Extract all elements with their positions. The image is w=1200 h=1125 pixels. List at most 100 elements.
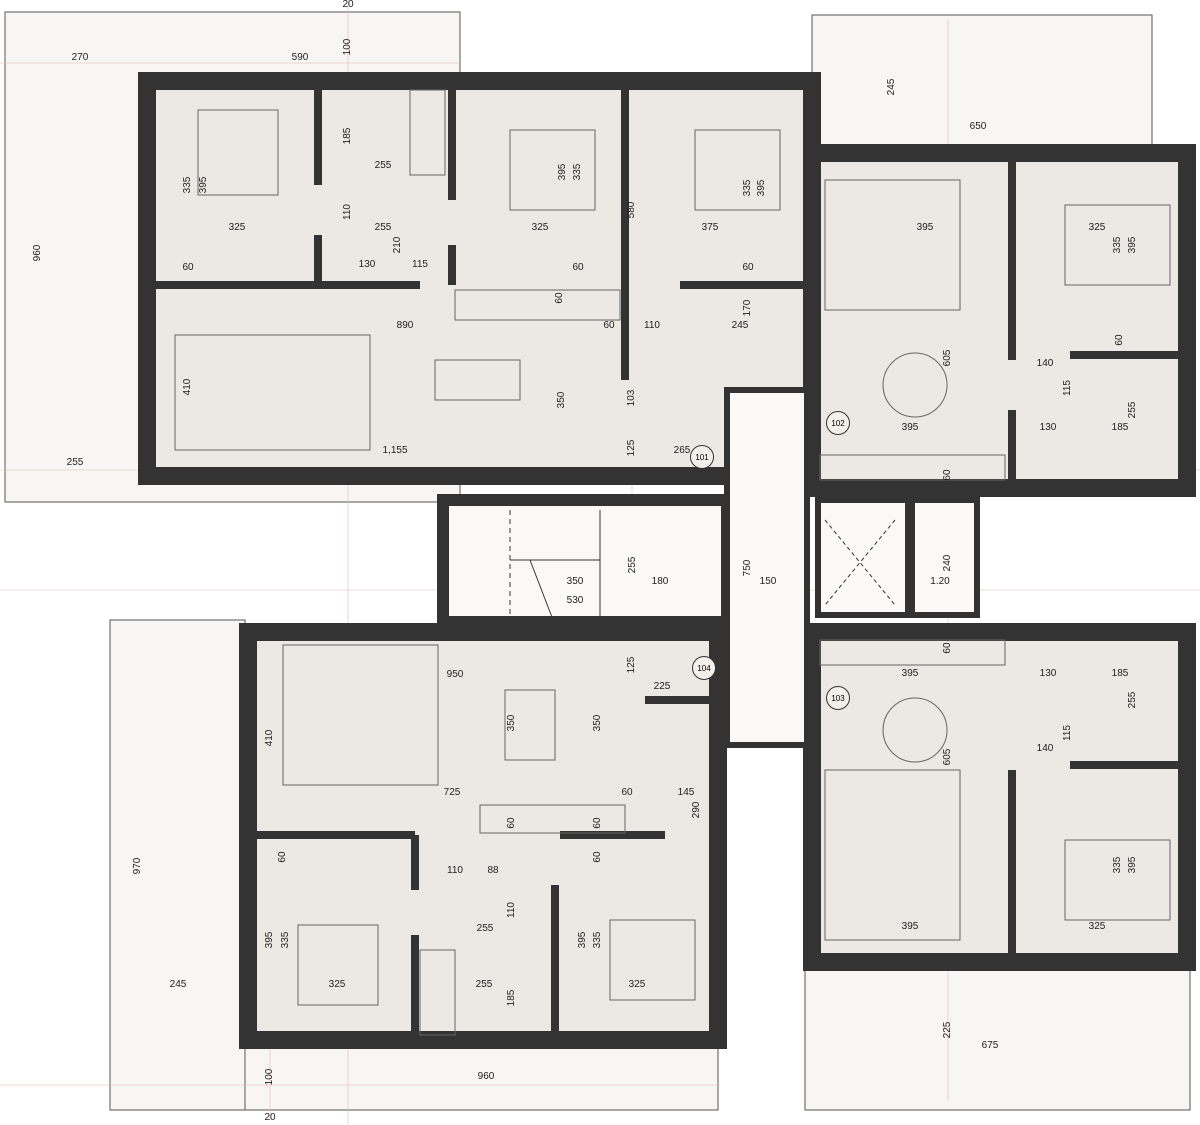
unit-number-badge: 103 [826, 686, 850, 710]
dimension-label: 255 [475, 979, 493, 990]
dimension-label: 245 [169, 979, 187, 990]
dimension-label: 130 [1039, 668, 1057, 679]
dimension-label: 60 [942, 469, 953, 481]
dimension-label: 60 [742, 262, 754, 273]
dimension-label: 115 [1062, 380, 1073, 396]
dimension-label: 335 [1112, 236, 1123, 254]
dimension-label: 395 [577, 931, 588, 949]
dimension-label: 60 [592, 851, 603, 863]
bathtub [419, 949, 456, 1036]
dimension-label: 185 [506, 989, 517, 1007]
dimension-label: 115 [1062, 725, 1073, 741]
dimension-label: 960 [32, 244, 43, 262]
dimension-label: 265 [673, 445, 691, 456]
unit-number-badge: 102 [826, 411, 850, 435]
dimension-label: 395 [901, 422, 919, 433]
dimension-label: 20 [342, 0, 354, 10]
kitchen-counter [819, 454, 1006, 481]
dimension-label: 675 [981, 1040, 999, 1051]
kitchen-counter [479, 804, 626, 834]
dimension-label: 60 [1114, 334, 1125, 346]
dimension-label: 103 [626, 389, 637, 407]
dimension-label: 375 [701, 222, 719, 233]
dimension-label: 225 [942, 1021, 953, 1039]
dimension-label: 245 [886, 78, 897, 96]
dimension-label: 255 [66, 457, 84, 468]
dimension-label: 100 [342, 38, 353, 56]
dimension-label: 255 [476, 923, 494, 934]
terrace-bottom-left [109, 619, 246, 1111]
dimension-label: 60 [277, 851, 288, 863]
dimension-label: 255 [627, 556, 638, 574]
dimension-label: 170 [742, 299, 753, 317]
bathtub [409, 89, 446, 176]
dimension-label: 145 [677, 787, 695, 798]
dimension-label: 60 [942, 642, 953, 654]
dimension-label: 605 [942, 748, 953, 766]
dimension-label: 650 [969, 121, 987, 132]
dimension-label: 335 [182, 176, 193, 194]
dimension-label: 395 [557, 163, 568, 181]
dimension-label: 150 [759, 576, 777, 587]
sofa [174, 334, 371, 451]
dimension-label: 395 [264, 931, 275, 949]
dimension-label: 185 [1111, 422, 1129, 433]
kitchen-counter [454, 289, 621, 321]
dimension-label: 395 [901, 668, 919, 679]
kitchen-counter [819, 639, 1006, 666]
lift-icon [824, 519, 896, 606]
dimension-label: 750 [742, 559, 753, 577]
dimension-label: 1.20 [930, 576, 950, 587]
dimension-label: 255 [374, 222, 392, 233]
dimension-label: 335 [742, 179, 753, 197]
dimension-label: 60 [572, 262, 584, 273]
sofa [824, 179, 961, 311]
dimension-label: 350 [556, 391, 567, 409]
dining-table [434, 359, 521, 401]
dimension-label: 890 [396, 320, 414, 331]
dimension-label: 395 [198, 176, 209, 194]
dimension-label: 255 [1127, 401, 1138, 419]
dimension-label: 60 [506, 817, 517, 829]
dimension-label: 325 [1088, 222, 1106, 233]
dimension-label: 410 [182, 378, 193, 396]
dimension-label: 240 [942, 554, 953, 572]
apartment-103 [803, 623, 1196, 971]
unit-number-badge: 101 [690, 445, 714, 469]
dimension-label: 225 [653, 681, 671, 692]
dimension-label: 255 [1127, 691, 1138, 709]
sofa [824, 769, 961, 941]
dimension-label: 290 [691, 801, 702, 819]
dimension-label: 245 [731, 320, 749, 331]
dimension-label: 60 [592, 817, 603, 829]
dimension-label: 960 [477, 1071, 495, 1082]
dimension-label: 350 [566, 576, 584, 587]
dimension-label: 325 [531, 222, 549, 233]
dimension-label: 590 [291, 52, 309, 63]
lift-shaft [815, 497, 911, 618]
dimension-label: 125 [626, 656, 637, 674]
dimension-label: 395 [916, 222, 934, 233]
dimension-label: 140 [1036, 358, 1054, 369]
dimension-label: 100 [264, 1068, 275, 1086]
dimension-label: 210 [392, 236, 403, 254]
dimension-label: 60 [621, 787, 633, 798]
sofa [282, 644, 439, 786]
shaft-2 [909, 497, 980, 618]
dimension-label: 410 [264, 729, 275, 747]
dimension-label: 110 [342, 204, 353, 220]
bed [297, 924, 379, 1006]
dining-table [882, 697, 948, 763]
dimension-label: 110 [447, 865, 463, 876]
dimension-label: 130 [1039, 422, 1057, 433]
apartment-102 [803, 144, 1196, 497]
dimension-label: 580 [626, 201, 637, 219]
stair-core [437, 494, 733, 628]
dimension-label: 125 [626, 439, 637, 457]
dimension-label: 950 [446, 669, 464, 680]
apartment-101 [138, 72, 821, 485]
dimension-label: 60 [554, 292, 565, 304]
dimension-label: 88 [487, 865, 499, 876]
terrace-bottom-right [804, 959, 1191, 1111]
